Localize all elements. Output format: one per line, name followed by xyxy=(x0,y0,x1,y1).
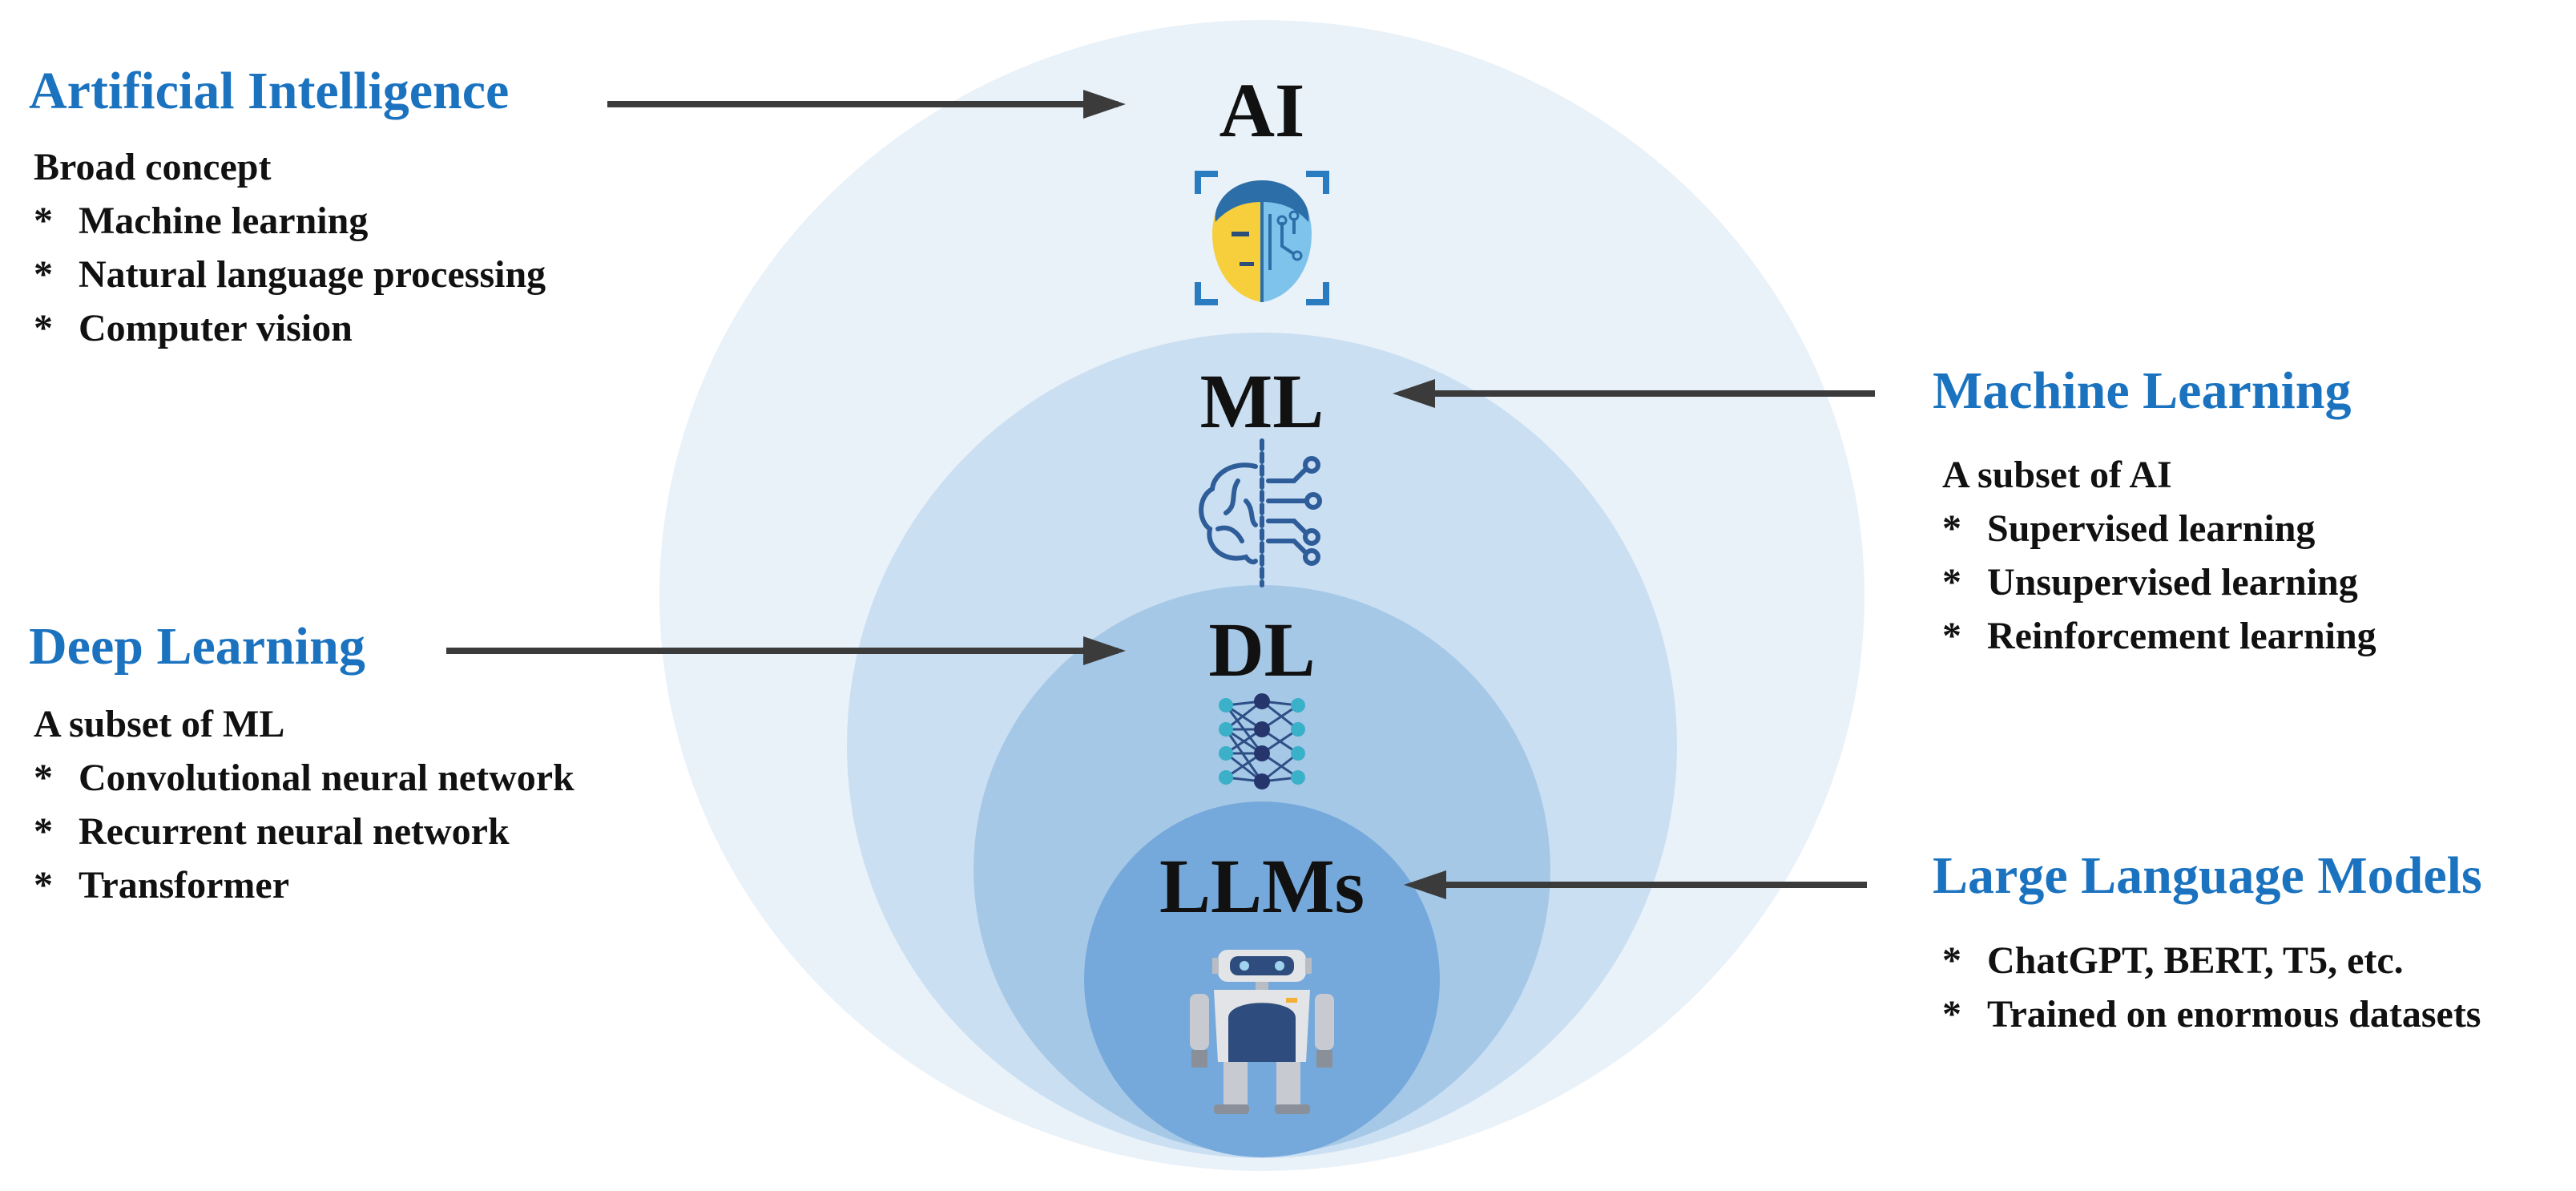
list-item: *Natural language processing xyxy=(34,253,546,296)
ml-description: A subset of AI *Supervised learning *Uns… xyxy=(1942,448,2376,663)
arrows xyxy=(446,90,1875,899)
list-item: *Computer vision xyxy=(34,307,353,349)
ai-description: Broad concept *Machine learning *Natural… xyxy=(34,140,546,355)
ai-heading: Artificial Intelligence xyxy=(29,62,510,120)
neural-network-icon xyxy=(1219,693,1305,789)
dl-description: A subset of ML *Convolutional neural net… xyxy=(34,697,574,912)
dl-heading: Deep Learning xyxy=(29,617,365,676)
list-item: *Convolutional neural network xyxy=(34,757,574,799)
brain-circuit-icon xyxy=(1199,438,1322,587)
dl-layer-label: DL xyxy=(1208,607,1316,692)
list-item: *Reinforcement learning xyxy=(1942,615,2376,657)
robot-icon xyxy=(1190,950,1334,1114)
ai-layer-label: AI xyxy=(1219,67,1305,153)
list-item: *Trained on enormous datasets xyxy=(1942,993,2481,1036)
ml-heading: Machine Learning xyxy=(1933,361,2352,420)
list-item: *ChatGPT, BERT, T5, etc. xyxy=(1942,939,2404,982)
llm-description: *ChatGPT, BERT, T5, etc. *Trained on eno… xyxy=(1942,934,2481,1041)
list-item: *Machine learning xyxy=(34,200,369,242)
dl-intro: A subset of ML xyxy=(34,703,285,745)
ai-intro: Broad concept xyxy=(34,146,272,188)
ai-arrowhead xyxy=(1083,90,1126,119)
llm-arrowhead xyxy=(1404,870,1446,899)
ml-intro: A subset of AI xyxy=(1942,454,2172,496)
list-item: *Supervised learning xyxy=(1942,507,2316,550)
ml-arrowhead xyxy=(1393,379,1435,408)
ml-layer-label: ML xyxy=(1199,358,1324,444)
ai-face-icon xyxy=(1195,171,1329,305)
llm-heading: Large Language Models xyxy=(1933,846,2482,905)
llm-layer-label: LLMs xyxy=(1159,843,1365,929)
dl-arrowhead xyxy=(1083,636,1126,665)
list-item: *Recurrent neural network xyxy=(34,810,510,853)
list-item: *Transformer xyxy=(34,864,290,906)
list-item: *Unsupervised learning xyxy=(1942,561,2358,604)
